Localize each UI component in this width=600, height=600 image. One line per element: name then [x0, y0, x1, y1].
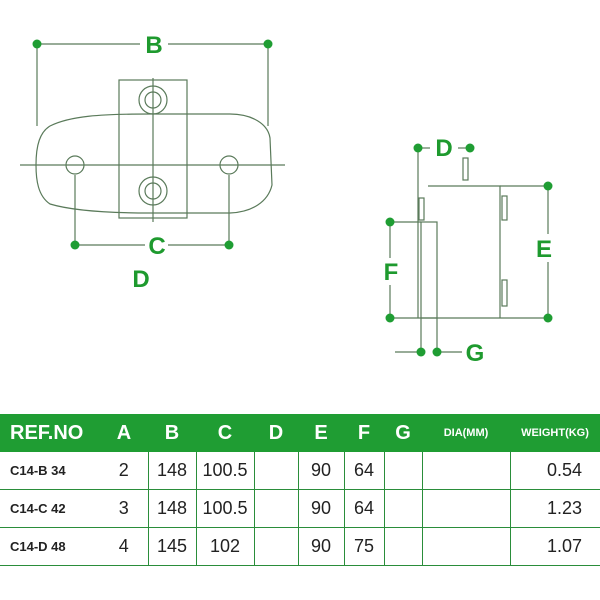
cell-a: 2 — [100, 452, 149, 490]
header-d: D — [254, 414, 298, 452]
cell-f: 75 — [344, 527, 385, 566]
cell-ref: C14-C 42 — [0, 489, 100, 528]
cell-e: 90 — [298, 452, 345, 490]
label-f: F — [384, 259, 399, 286]
table-header-row: REF.NO A B C D E F G DIA(MM) WEIGHT(KG) — [0, 414, 600, 452]
cell-c: 100.5 — [196, 489, 255, 528]
side-nut-right-top — [501, 195, 508, 221]
header-c: C — [196, 414, 254, 452]
cell-e: 90 — [298, 527, 345, 566]
side-nut-top-left — [418, 197, 425, 221]
cell-dia — [422, 527, 511, 566]
bottom-bolt-inner — [144, 182, 162, 200]
cell-dia — [422, 489, 511, 528]
dot-g-right — [432, 347, 442, 357]
side-stem — [420, 221, 438, 319]
cell-weight: 0.54 — [510, 452, 600, 490]
cell-a: 4 — [100, 527, 149, 566]
left-hole — [65, 155, 85, 175]
header-ref: REF.NO — [0, 414, 100, 452]
cell-e: 90 — [298, 489, 345, 528]
label-b: B — [145, 32, 162, 59]
technical-drawing: B C D D E F G — [20, 32, 553, 367]
header-dia: DIA(MM) — [422, 414, 510, 452]
cell-weight: 1.07 — [510, 527, 600, 566]
cell-ref: C14-D 48 — [0, 527, 100, 566]
spec-table: REF.NO A B C D E F G DIA(MM) WEIGHT(KG) … — [0, 414, 600, 566]
cell-weight: 1.23 — [510, 489, 600, 528]
cell-g — [384, 489, 423, 528]
dot-e-top — [543, 181, 553, 191]
cell-d — [254, 452, 299, 490]
label-e: E — [536, 236, 552, 263]
bottom-bolt-outer — [138, 176, 168, 206]
dot-c-left — [70, 240, 80, 250]
label-d-front: D — [132, 266, 149, 293]
table-row: C14-C 42 3 148 100.5 90 64 1.23 — [0, 489, 600, 528]
side-body — [428, 185, 501, 318]
dot-d-left — [413, 143, 423, 153]
top-bolt-outer — [138, 85, 168, 115]
header-weight: WEIGHT(KG) — [510, 414, 600, 452]
cell-b: 148 — [148, 452, 197, 490]
cell-a: 3 — [100, 489, 149, 528]
dot-c-right — [224, 240, 234, 250]
dot-f-bottom — [385, 313, 395, 323]
label-g: G — [466, 340, 485, 367]
dot-g-left — [416, 347, 426, 357]
base-plate-outline — [35, 113, 273, 214]
header-f: F — [344, 414, 384, 452]
cell-b: 145 — [148, 527, 197, 566]
dot-f-top — [385, 217, 395, 227]
header-a: A — [100, 414, 148, 452]
top-bolt-inner — [144, 91, 162, 109]
table-row: C14-B 34 2 148 100.5 90 64 0.54 — [0, 452, 600, 490]
dot-b-left — [32, 39, 42, 49]
label-c: C — [148, 233, 165, 260]
side-nut-top-right — [462, 157, 469, 181]
dot-d-right — [465, 143, 475, 153]
cell-c: 102 — [196, 527, 255, 566]
cell-f: 64 — [344, 489, 385, 528]
header-b: B — [148, 414, 196, 452]
cell-d — [254, 489, 299, 528]
cell-c: 100.5 — [196, 452, 255, 490]
cell-ref: C14-B 34 — [0, 452, 100, 490]
table-row: C14-D 48 4 145 102 90 75 1.07 — [0, 527, 600, 566]
cell-g — [384, 527, 423, 566]
label-d-side: D — [435, 135, 452, 162]
cell-b: 148 — [148, 489, 197, 528]
cell-dia — [422, 452, 511, 490]
right-hole — [219, 155, 239, 175]
dot-b-right — [263, 39, 273, 49]
side-nut-right-bottom — [501, 279, 508, 307]
cell-d — [254, 527, 299, 566]
dot-e-bottom — [543, 313, 553, 323]
cell-f: 64 — [344, 452, 385, 490]
header-g: G — [384, 414, 422, 452]
header-e: E — [298, 414, 344, 452]
cell-g — [384, 452, 423, 490]
